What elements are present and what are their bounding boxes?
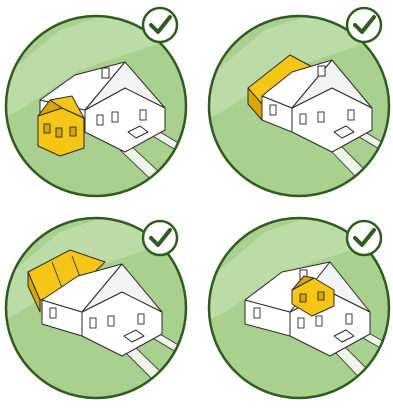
check-icon xyxy=(143,8,177,42)
check-icon xyxy=(143,221,177,255)
panel-rear-addition xyxy=(205,0,393,210)
check-icon xyxy=(347,8,381,42)
panel-side-addition xyxy=(0,0,200,215)
panel-rear-second-storey xyxy=(0,192,200,404)
check-icon xyxy=(347,221,381,255)
panel-roof-dormer xyxy=(205,192,393,404)
